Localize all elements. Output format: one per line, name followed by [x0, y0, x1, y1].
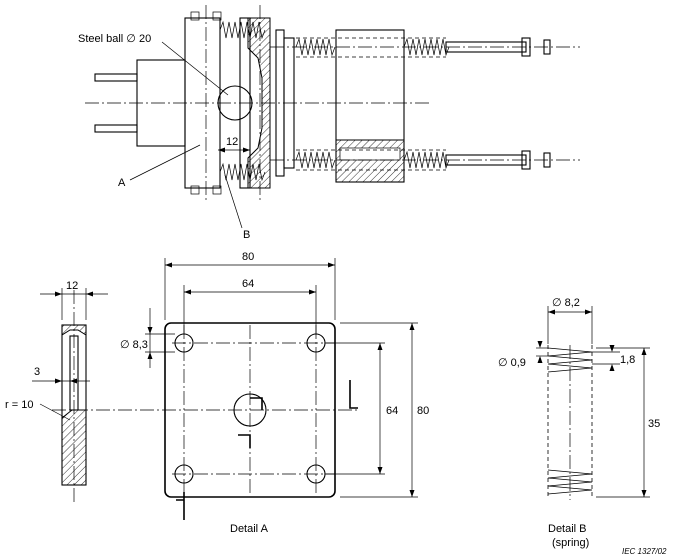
detail-b-caption: Detail B: [548, 523, 587, 535]
spring-top-left: [219, 20, 266, 40]
dim-80-label: 80: [242, 251, 254, 263]
dim-12-left-label: 12: [66, 280, 78, 292]
dim-64-v-label: 64: [386, 405, 398, 417]
label-b: B: [243, 229, 250, 241]
iec-reference: IEC 1327/02: [622, 547, 667, 556]
r-10-label: r = 10: [5, 399, 33, 411]
top-assembly: 12 Steel ball ∅ 20 A B: [78, 5, 580, 241]
dim-12-top-label: 12: [226, 136, 238, 148]
dim-64-label: 64: [242, 278, 254, 290]
dim-1-8-label: 1,8: [620, 354, 635, 366]
detail-b-subcaption: (spring): [552, 537, 589, 549]
hatched-plate: [247, 17, 271, 189]
detail-a-plate: [164, 322, 336, 498]
dim-3-label: 3: [34, 366, 40, 378]
dim-80-v-label: 80: [417, 405, 429, 417]
detail-a-caption: Detail A: [230, 523, 269, 535]
label-a: A: [118, 177, 126, 189]
detail-b: ∅ 8,2 ∅ 0,9 1,8 35 Detail B (spring): [498, 297, 660, 549]
plug-pin-lower: [94, 124, 138, 133]
section-view: 12 3 r = 10: [5, 280, 360, 505]
detail-a: 80 64 ∅ 8,3 64 80 Detail A: [120, 251, 429, 535]
spring-bottom-left: [219, 162, 266, 182]
dim-35-label: 35: [648, 418, 660, 430]
dim-8-2-label: ∅ 8,2: [552, 297, 580, 309]
dim-0-9-label: ∅ 0,9: [498, 357, 526, 369]
steel-ball-label: Steel ball ∅ 20: [78, 33, 151, 45]
plug-pin-upper: [94, 73, 138, 82]
dim-8-3-label: ∅ 8,3: [120, 339, 148, 351]
